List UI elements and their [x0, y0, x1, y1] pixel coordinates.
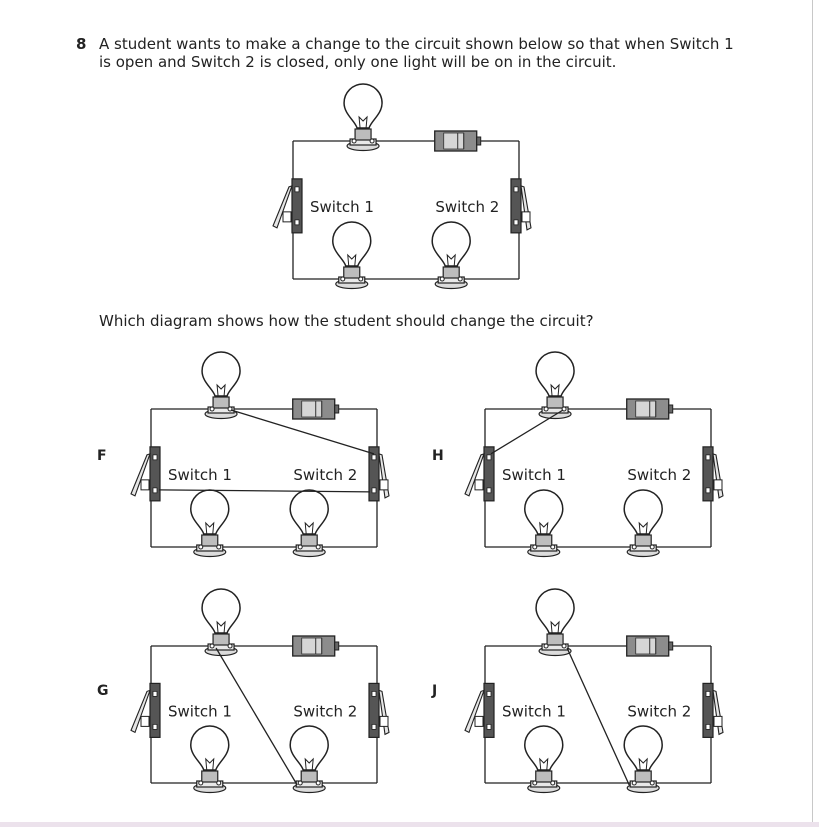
- page-bottom-strip: [0, 822, 819, 827]
- switch-2-label: Switch 2: [293, 702, 357, 720]
- knife-switch-icon: [702, 682, 724, 738]
- option-label-g: G: [97, 683, 109, 699]
- light-bulb-icon: [524, 489, 564, 558]
- battery-icon: [434, 130, 482, 152]
- added-wire: [566, 647, 630, 786]
- switch-1-label: Switch 1: [168, 702, 232, 720]
- question-number: 8: [76, 35, 87, 53]
- switch-2-label: Switch 2: [293, 466, 357, 484]
- light-bulb-icon: [201, 351, 241, 420]
- added-wire: [230, 409, 375, 455]
- switch-1-label: Switch 1: [310, 198, 374, 216]
- subquestion-text: Which diagram shows how the student shou…: [99, 312, 594, 330]
- option-label-f: F: [97, 448, 107, 464]
- light-bulb-icon: [431, 221, 471, 290]
- option-label-h: H: [432, 448, 444, 464]
- knife-switch-icon: [510, 178, 532, 234]
- battery-icon: [292, 398, 340, 420]
- battery-icon: [292, 635, 340, 657]
- light-bulb-icon: [190, 489, 230, 558]
- question-text-line-1: A student wants to make a change to the …: [99, 35, 734, 53]
- switch-2-label: Switch 2: [435, 198, 499, 216]
- switch-2-label: Switch 2: [627, 702, 691, 720]
- added-wire: [158, 489, 371, 493]
- light-bulb-icon: [535, 351, 575, 420]
- light-bulb-icon: [524, 725, 564, 794]
- switch-1-label: Switch 1: [168, 466, 232, 484]
- switch-2-label: Switch 2: [627, 466, 691, 484]
- added-wire: [215, 647, 298, 786]
- light-bulb-icon: [190, 725, 230, 794]
- light-bulb-icon: [289, 725, 329, 794]
- battery-icon: [626, 398, 674, 420]
- knife-switch-icon: [130, 682, 161, 738]
- light-bulb-icon: [535, 588, 575, 657]
- knife-switch-icon: [368, 682, 390, 738]
- light-bulb-icon: [623, 725, 663, 794]
- added-wire: [490, 409, 564, 455]
- question-text-line-2: is open and Switch 2 is closed, only one…: [99, 53, 617, 71]
- knife-switch-icon: [464, 682, 495, 738]
- switch-1-label: Switch 1: [502, 466, 566, 484]
- light-bulb-icon: [332, 221, 372, 290]
- switch-1-label: Switch 1: [502, 702, 566, 720]
- light-bulb-icon: [201, 588, 241, 657]
- light-bulb-icon: [289, 489, 329, 558]
- battery-icon: [626, 635, 674, 657]
- light-bulb-icon: [343, 83, 383, 152]
- knife-switch-icon: [272, 178, 303, 234]
- knife-switch-icon: [464, 446, 495, 502]
- knife-switch-icon: [130, 446, 161, 502]
- knife-switch-icon: [702, 446, 724, 502]
- knife-switch-icon: [368, 446, 390, 502]
- light-bulb-icon: [623, 489, 663, 558]
- option-label-j: J: [432, 683, 438, 699]
